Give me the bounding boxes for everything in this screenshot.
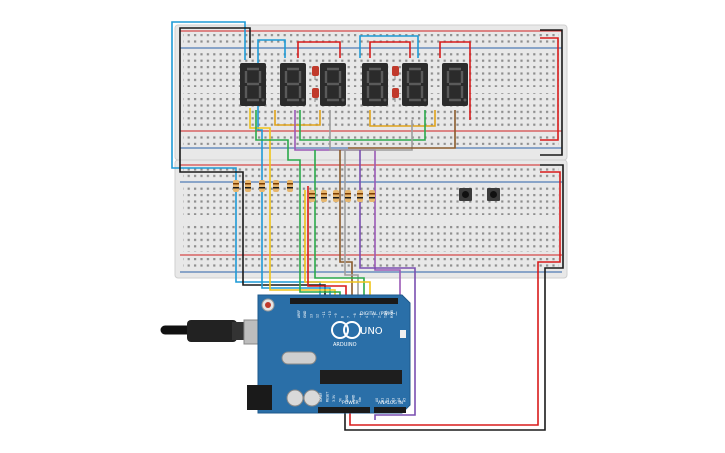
pin-label: GND (345, 394, 349, 402)
pin-label: RESET (326, 392, 330, 402)
wire-yellow-2 (304, 190, 371, 300)
pin-label: GND (303, 310, 307, 318)
led-red (312, 66, 319, 80)
pin-label: 13 (309, 314, 313, 318)
resistor (357, 190, 363, 202)
wire-red-4 (307, 186, 347, 300)
pin-label: TX▸1 (384, 310, 388, 319)
resistor (369, 190, 375, 202)
seven-segment-digit (240, 63, 266, 106)
seven-segment-digit (320, 63, 346, 106)
seven-segment-digit (280, 63, 306, 106)
uno-logo-text: UNO (360, 326, 383, 337)
colon-leds (312, 66, 399, 102)
wire-purple-2 (359, 150, 416, 420)
pin-label: A3 (392, 398, 396, 402)
arduino-uno-board: UNO ARDUINO DIGITAL (PWM~) POWER ANALOG … (247, 294, 411, 414)
pin-label: A0 (375, 398, 379, 402)
pin-label: 4 (365, 316, 369, 318)
pin-label: 8 (340, 316, 344, 318)
power-label: POWER (342, 400, 359, 406)
resistor (273, 180, 279, 192)
resistor (259, 180, 265, 192)
resistors (233, 180, 375, 202)
wire-gray-1 (329, 110, 413, 151)
pin-label: ~9 (334, 313, 338, 318)
pin-label: ~11 (322, 311, 326, 318)
wire-blue-3 (359, 35, 419, 58)
breadboard-bottom (174, 159, 568, 279)
led-red (392, 66, 399, 80)
seven-segment-digit (442, 63, 468, 106)
wire-orange-2 (369, 110, 436, 127)
wire-black-2 (540, 29, 563, 156)
wire-black-3 (344, 164, 564, 431)
pin-label: GND (352, 394, 356, 402)
wire-gray-2 (344, 150, 359, 300)
pushbutton (459, 188, 472, 201)
wire-red-3 (439, 41, 471, 120)
pin-label: ~6 (353, 313, 357, 318)
pin-label: A2 (386, 398, 390, 402)
resistor (287, 180, 293, 192)
resistor (245, 180, 251, 192)
wire-red-5 (540, 37, 559, 141)
pushbuttons (459, 188, 500, 201)
wire-red-6 (349, 171, 561, 426)
pin-label: 7 (347, 316, 351, 318)
wire-green-3 (314, 150, 365, 300)
pin-label: 12 (316, 314, 320, 318)
arduino-brand-text: ARDUINO (333, 342, 357, 348)
resistor (233, 180, 239, 192)
led-red (312, 88, 319, 102)
wire-green-1 (255, 110, 341, 300)
wires (171, 21, 564, 431)
seven-segment-digit (402, 63, 428, 106)
seven-segment-digit (362, 63, 388, 106)
pin-label: ~3 (371, 313, 375, 318)
pin-label: IOREF (319, 392, 323, 402)
resistor (309, 190, 315, 202)
wire-purple-1 (294, 110, 401, 300)
wire-orange-1 (274, 110, 321, 126)
seven-segment-displays (240, 63, 468, 106)
pushbutton (487, 188, 500, 201)
wire-brown-1 (339, 150, 353, 300)
pin-label: ~5 (359, 313, 363, 318)
pin-label: 3.3V (332, 394, 336, 402)
wire-brown-2 (348, 110, 456, 149)
wire-red-2 (369, 41, 411, 58)
pin-label: 5V (339, 397, 343, 402)
pin-label: A5 (403, 398, 407, 402)
led-red (392, 88, 399, 102)
digital-header-label: DIGITAL (PWM~) (360, 311, 398, 317)
wire-blue-2 (257, 39, 331, 300)
pin-label: RX◂0 (390, 310, 394, 318)
wire-red-1 (297, 41, 341, 58)
pin-label: AREF (297, 310, 301, 318)
pin-label: Vin (358, 397, 362, 402)
resistor (321, 190, 327, 202)
pin-label: 2 (378, 316, 382, 318)
resistor (333, 190, 339, 202)
resistor (345, 190, 351, 202)
pin-label: A4 (397, 398, 401, 402)
pin-label: A1 (381, 398, 385, 402)
wire-black-1 (179, 27, 326, 300)
wire-green-2 (299, 110, 426, 141)
pin-label: ~10 (328, 311, 332, 318)
analog-label: ANALOG IN (378, 400, 403, 406)
